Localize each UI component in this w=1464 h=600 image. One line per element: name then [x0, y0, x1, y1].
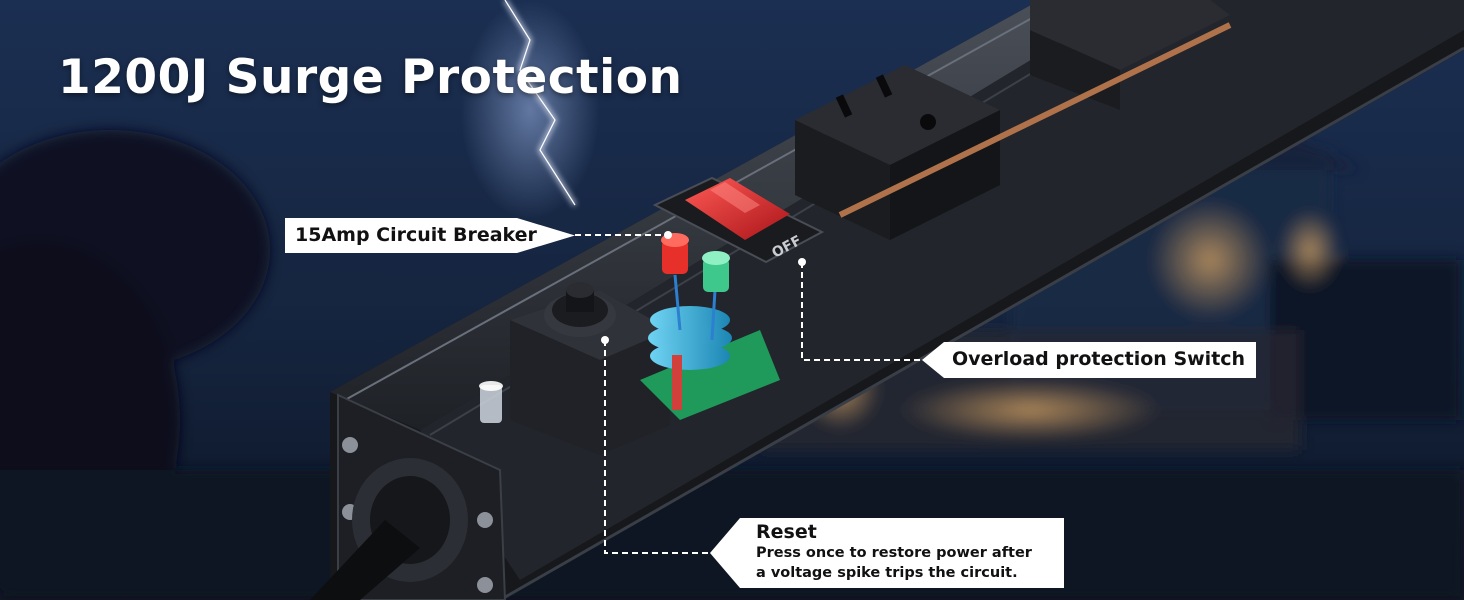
rocker-switch-icon: OFF	[652, 176, 825, 264]
reset-callout: Reset Press once to restore power after …	[710, 518, 1064, 588]
green-led-icon	[702, 251, 730, 292]
reset-callout-line-1: Press once to restore power after	[756, 545, 1032, 561]
reset-module	[510, 282, 670, 455]
callout-leader-lines	[575, 234, 922, 554]
surge-components	[640, 233, 780, 420]
page-title: 1200J Surge Protection	[58, 50, 683, 105]
overload-switch-callout: Overload protection Switch	[922, 342, 1256, 378]
copper-bus-bar	[838, 22, 1232, 218]
reset-callout-title: Reset	[756, 521, 817, 543]
callout-dots	[601, 231, 806, 344]
circuit-breaker-led-icon	[661, 233, 689, 274]
end-cap	[310, 393, 507, 600]
breaker-callout: 15Amp Circuit Breaker	[285, 218, 575, 253]
lightning-bolt-icon	[460, 0, 600, 220]
power-outlet-icon	[795, 65, 1000, 240]
reset-button-icon	[544, 282, 616, 337]
reset-leader-line	[604, 340, 710, 554]
overload-leader-line	[801, 262, 922, 361]
reset-callout-line-2: a voltage spike trips the circuit.	[756, 565, 1018, 581]
indicator-lens	[479, 381, 503, 423]
